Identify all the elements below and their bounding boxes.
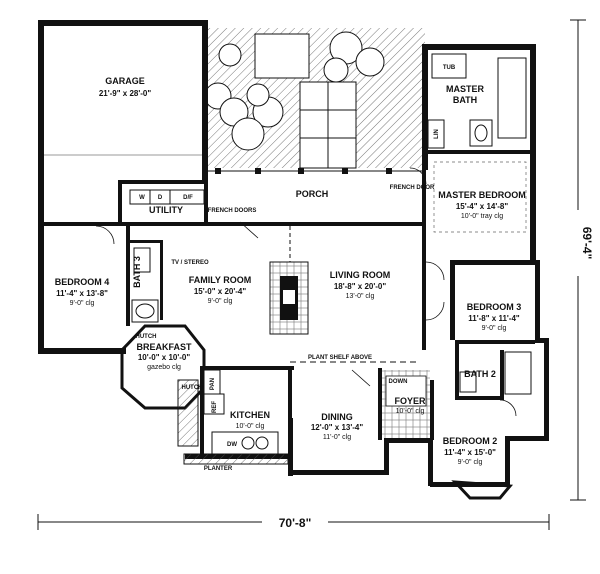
family-room-name: FAMILY ROOM <box>189 275 252 285</box>
french-doors-label: FRENCH DOORS <box>208 208 257 214</box>
room-family-room: FAMILY ROOM 15'-0" x 20'-4" 9'-0" clg <box>189 275 252 305</box>
dishwasher-label: DW <box>227 442 237 448</box>
bedroom4-size: 11'-4" x 13'-8" <box>56 289 108 298</box>
fireplace-label: FP <box>285 297 293 303</box>
living-room-size: 18'-8" x 20'-0" <box>334 282 387 291</box>
foyer-ceiling: 10'-0" clg <box>396 408 425 415</box>
breakfast-name: BREAKFAST <box>136 342 192 352</box>
bedroom3-size: 11'-8" x 11'-4" <box>468 314 520 323</box>
width-dimension: 70'-8" <box>37 514 550 530</box>
kitchen-name: KITCHEN <box>230 410 270 420</box>
hutch-label-2: HUTCH <box>182 385 203 391</box>
bedroom3-name: BEDROOM 3 <box>467 302 522 312</box>
bay-window <box>451 480 514 500</box>
room-bedroom-2: BEDROOM 2 11'-4" x 15'-0" 9'-0" clg <box>443 436 498 466</box>
room-dining: DINING 12'-0" x 13'-4" 11'-0" clg <box>311 412 364 441</box>
door-swings <box>95 167 517 417</box>
master-bath-name-2: BATH <box>453 95 477 105</box>
garage-size: 21'-9" x 28'-0" <box>99 89 152 98</box>
living-room-name: LIVING ROOM <box>330 270 391 280</box>
room-breakfast: BREAKFAST 10'-0" x 10'-0" gazebo clg <box>136 342 192 371</box>
plant-shelf-label: PLANT SHELF ABOVE <box>308 355 372 361</box>
room-master-bath: MASTER BATH <box>446 84 485 105</box>
room-kitchen: KITCHEN 10'-0" clg <box>230 410 270 430</box>
dining-size: 12'-0" x 13'-4" <box>311 423 364 432</box>
bath3-name: BATH 3 <box>132 256 142 288</box>
master-bedroom-ceiling: 10'-0" tray clg <box>461 213 503 220</box>
bedroom2-size: 11'-4" x 15'-0" <box>444 448 496 457</box>
porch-name: PORCH <box>296 189 329 199</box>
lin-label: LIN <box>434 129 440 139</box>
dining-ceiling: 11'-0" clg <box>323 434 351 441</box>
tub-label: TUB <box>443 65 456 71</box>
bedroom3-ceiling: 9'-0" clg <box>482 325 507 332</box>
dryer-label: D <box>158 195 163 201</box>
bedroom4-name: BEDROOM 4 <box>55 277 110 287</box>
bedroom4-ceiling: 9'-0" clg <box>70 300 95 307</box>
planter-label: PLANTER <box>204 466 233 472</box>
room-garage: GARAGE 21'-9" x 28'-0" <box>99 76 152 98</box>
fireplace <box>269 261 309 335</box>
garage-name: GARAGE <box>105 76 145 86</box>
washer-label: W <box>139 195 145 201</box>
foyer-name: FOYER <box>394 396 426 406</box>
hutch-label-1: HUTCH <box>136 334 157 340</box>
room-foyer: FOYER 10'-0" clg <box>394 396 426 415</box>
stairs-down-label: DOWN <box>389 379 408 385</box>
room-bedroom-4: BEDROOM 4 11'-4" x 13'-8" 9'-0" clg <box>55 277 110 307</box>
fixtures <box>129 53 532 455</box>
bedroom2-ceiling: 9'-0" clg <box>458 459 483 466</box>
dining-name: DINING <box>321 412 353 422</box>
depth-dimension: 69'-4" <box>570 19 594 501</box>
master-bath-name-1: MASTER <box>446 84 485 94</box>
kitchen-ceiling: 10'-0" clg <box>236 423 265 430</box>
breakfast-ceiling: gazebo clg <box>147 364 181 371</box>
width-dimension-label: 70'-8" <box>279 516 312 530</box>
bedroom2-name: BEDROOM 2 <box>443 436 498 446</box>
df-label: D/F <box>183 195 193 201</box>
room-living-room: LIVING ROOM 18'-8" x 20'-0" 13'-0" clg <box>330 270 391 300</box>
tv-stereo-label: TV / STEREO <box>171 260 209 266</box>
utility-name: UTILITY <box>149 205 183 215</box>
family-room-ceiling: 9'-0" clg <box>208 298 233 305</box>
pantry-label: PAN <box>210 378 216 390</box>
bath2-name: BATH 2 <box>464 369 496 379</box>
master-bedroom-size: 15'-4" x 14'-8" <box>456 202 509 211</box>
family-room-size: 15'-0" x 20'-4" <box>194 287 247 296</box>
breakfast-size: 10'-0" x 10'-0" <box>138 353 191 362</box>
living-room-ceiling: 13'-0" clg <box>346 293 375 300</box>
master-bedroom-name: MASTER BEDROOM <box>438 190 526 200</box>
room-bedroom-3: BEDROOM 3 11'-8" x 11'-4" 9'-0" clg <box>467 302 522 332</box>
interior-walls <box>44 150 535 456</box>
porch-posts <box>208 168 425 174</box>
french-door-label: FRENCH DOOR <box>390 185 435 191</box>
refrigerator-label: REF <box>212 401 218 413</box>
room-master-bedroom: MASTER BEDROOM 15'-4" x 14'-8" 10'-0" tr… <box>438 190 526 220</box>
depth-dimension-label: 69'-4" <box>580 227 594 260</box>
tree-cluster <box>204 31 385 151</box>
